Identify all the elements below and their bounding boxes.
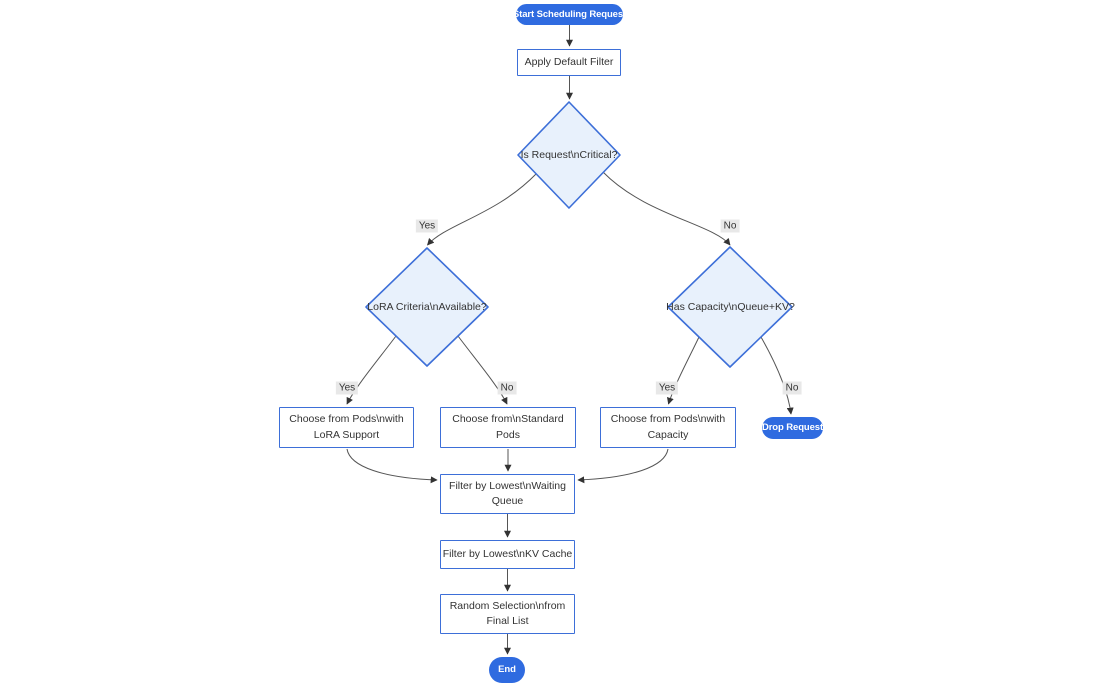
decision-is-critical-label: Is Request\nCritical? — [520, 149, 618, 161]
edge-lora-no — [457, 335, 508, 405]
edge-label-capacity-yes: Yes — [655, 381, 679, 395]
node-choose-lora-pods-line1: Choose from Pods\nwith — [289, 413, 404, 426]
node-filter-waiting-queue: Filter by Lowest\nWaiting Queue — [440, 474, 575, 514]
edge-critical-yes — [427, 173, 537, 246]
decision-lora-available-label: LoRA Criteria\nAvailable? — [367, 301, 487, 313]
node-start-label: Start Scheduling Request — [512, 8, 627, 20]
edge-label-lora-no: No — [497, 381, 517, 395]
node-filter-waiting-queue-line1: Filter by Lowest\nWaiting — [449, 479, 566, 492]
node-end-label: End — [498, 664, 516, 676]
node-filter-kv-cache: Filter by Lowest\nKV Cache — [440, 540, 575, 569]
decision-has-capacity-label: Has Capacity\nQueue+KV? — [666, 301, 795, 313]
edge-label-critical-yes: Yes — [415, 219, 439, 233]
node-drop-request-label: Drop Request — [761, 422, 824, 434]
edge-choosecapacity-to-filter — [577, 448, 669, 484]
edge-capacity-no — [760, 336, 794, 415]
edge-capacity-yes — [666, 336, 700, 405]
node-choose-capacity-pods: Choose from Pods\nwith Capacity — [600, 407, 736, 448]
node-random-selection-line2: Final List — [486, 615, 529, 627]
decision-is-critical-shape — [517, 101, 621, 209]
decision-has-capacity-shape — [667, 246, 793, 368]
node-choose-standard-pods-line2: Pods — [496, 428, 520, 441]
node-choose-lora-pods-line2: LoRA Support — [313, 428, 380, 441]
edge-chooselora-to-filter — [346, 448, 438, 484]
edge-critical-no — [602, 171, 731, 246]
node-random-selection-line1: Random Selection\nfrom — [449, 599, 566, 612]
node-filter-kv-cache-label: Filter by Lowest\nKV Cache — [442, 547, 573, 560]
node-choose-lora-pods: Choose from Pods\nwith LoRA Support — [279, 407, 414, 448]
node-start: Start Scheduling Request — [512, 4, 627, 25]
node-apply-default-filter: Apply Default Filter — [517, 49, 621, 76]
node-choose-standard-pods: Choose from\nStandard Pods — [440, 407, 576, 448]
node-choose-capacity-pods-line2: Capacity — [647, 428, 689, 441]
edge-lora-yes — [346, 335, 397, 405]
node-random-selection: Random Selection\nfrom Final List — [440, 594, 575, 634]
edge-label-critical-no: No — [720, 219, 740, 233]
node-filter-waiting-queue-line2: Queue — [491, 495, 524, 507]
node-choose-standard-pods-line1: Choose from\nStandard — [452, 413, 564, 426]
decision-lora-available-shape — [365, 247, 489, 367]
node-choose-capacity-pods-line1: Choose from Pods\nwith — [610, 413, 726, 426]
edge-label-lora-yes: Yes — [335, 381, 359, 395]
node-end: End — [489, 657, 525, 683]
node-apply-default-filter-label: Apply Default Filter — [524, 55, 614, 68]
node-drop-request: Drop Request — [762, 417, 823, 439]
edge-label-capacity-no: No — [782, 381, 802, 395]
